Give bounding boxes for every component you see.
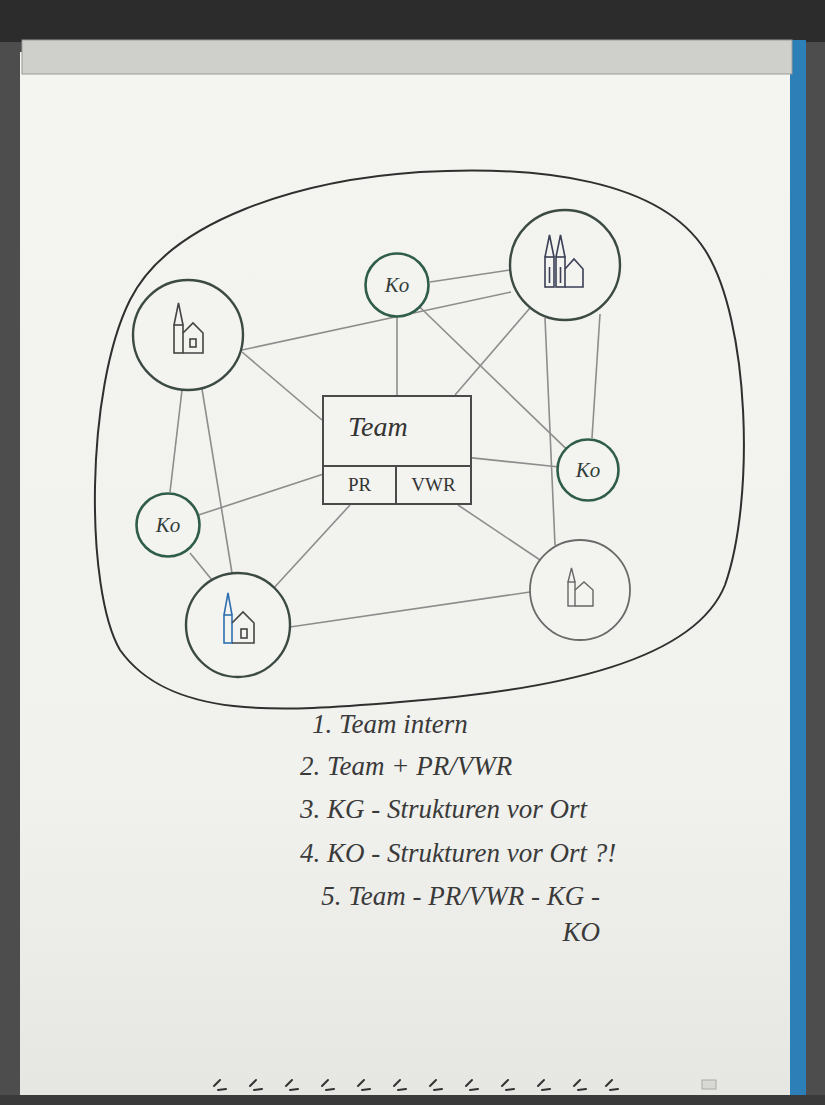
- relation-line: [170, 390, 182, 492]
- church-circle: [530, 540, 630, 640]
- node-text: Team: [348, 411, 408, 442]
- node-text: Ko: [385, 273, 410, 298]
- list-item: 1. Team intern: [312, 706, 468, 742]
- pr-cell: PR: [324, 465, 396, 503]
- church-tower: [174, 325, 183, 353]
- connector-line: [396, 317, 398, 395]
- ko-circle: Ko: [556, 438, 620, 502]
- church-symbol: [568, 568, 593, 606]
- relation-line: [290, 592, 530, 627]
- ko-circle: Ko: [135, 492, 201, 558]
- pen-mark: [394, 1080, 406, 1090]
- relation-line: [190, 553, 212, 580]
- pen-mark: [214, 1080, 226, 1090]
- pen-mark: [322, 1080, 334, 1090]
- node-text: VWR: [411, 474, 455, 496]
- cathedral-symbol: [545, 235, 583, 287]
- top-shadow: [0, 0, 825, 42]
- church-circle: [133, 280, 243, 390]
- pen-mark: [466, 1080, 478, 1090]
- church-spire: [568, 568, 575, 582]
- relation-line: [430, 270, 510, 282]
- church-ring: [510, 210, 620, 320]
- church-circle: [186, 573, 290, 677]
- church-spire: [174, 303, 183, 325]
- church-nave: [232, 612, 254, 643]
- list-item: 5. Team - PR/VWR - KG - KO: [300, 878, 600, 951]
- team-box: TeamPR VWR: [322, 395, 472, 505]
- easel-stand: [788, 40, 806, 1105]
- list-item: 3. KG - Strukturen vor Ort: [300, 791, 587, 827]
- bottom-shadow: [0, 1095, 825, 1105]
- list-item: 2. Team + PR/VWR: [300, 748, 512, 784]
- ko-circle: Ko: [364, 252, 430, 318]
- relation-line: [272, 505, 350, 590]
- node-text: Ko: [576, 458, 601, 483]
- list-item: 4. KO - Strukturen vor Ort ?!: [300, 835, 616, 871]
- cathedral-circle: [510, 210, 620, 320]
- church-tower: [224, 615, 232, 643]
- pen-mark: [574, 1080, 586, 1090]
- pen-mark: [538, 1080, 550, 1090]
- relation-line: [592, 314, 600, 438]
- pen-mark: [286, 1080, 298, 1090]
- relation-line: [545, 318, 555, 545]
- node-text: PR: [348, 474, 371, 496]
- church-spire: [556, 235, 565, 257]
- pen-mark: [606, 1080, 618, 1090]
- church-nave: [183, 323, 203, 353]
- church-ring: [530, 540, 630, 640]
- church-spire: [224, 593, 232, 615]
- circle-ring: [366, 254, 429, 317]
- marker-strokes: [214, 1080, 618, 1090]
- church-ring: [186, 573, 290, 677]
- church-nave: [575, 582, 593, 606]
- church-tower: [556, 257, 565, 287]
- church-symbol: [174, 303, 203, 353]
- paper-tag: [702, 1080, 716, 1089]
- relation-line: [242, 352, 322, 420]
- connector-line: [472, 458, 557, 467]
- church-window: [241, 629, 247, 638]
- paper-clamp: [22, 40, 792, 74]
- church-nave: [565, 259, 583, 287]
- node-text: Ko: [156, 513, 181, 538]
- vwr-cell: VWR: [396, 465, 470, 503]
- church-tower: [545, 257, 554, 287]
- church-spire: [545, 235, 554, 257]
- pen-mark: [250, 1080, 262, 1090]
- church-tower: [568, 582, 575, 606]
- pen-mark: [358, 1080, 370, 1090]
- pen-mark: [430, 1080, 442, 1090]
- connector-line: [198, 475, 322, 515]
- circle-ring: [558, 440, 619, 501]
- relation-line: [202, 389, 232, 573]
- flipchart-paper: [20, 52, 790, 1097]
- relation-line: [458, 505, 543, 562]
- pen-mark: [502, 1080, 514, 1090]
- church-window: [190, 339, 196, 347]
- tower-detail: [549, 267, 551, 283]
- circle-ring: [137, 494, 200, 557]
- church-ring: [133, 280, 243, 390]
- church-symbol: [224, 593, 254, 643]
- tower-detail: [560, 267, 562, 283]
- group-outline: [95, 170, 744, 708]
